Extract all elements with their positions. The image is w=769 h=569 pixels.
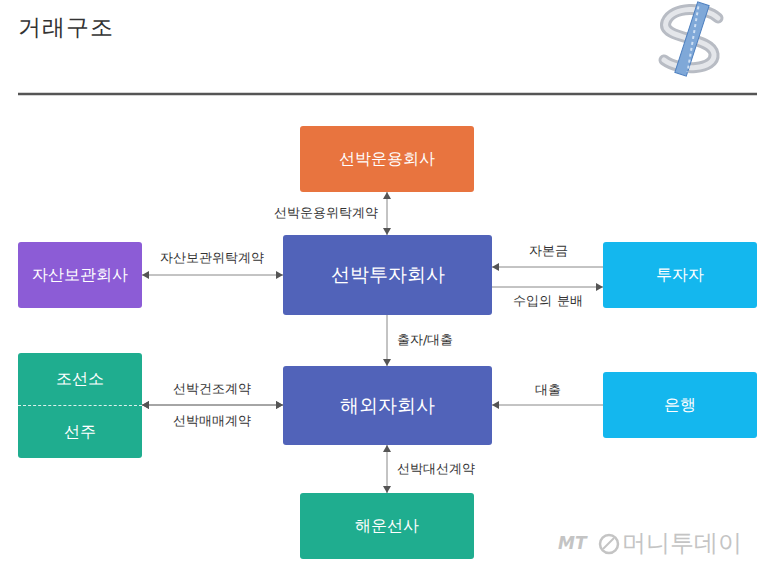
edge-label: 선박운용위탁계약 <box>274 204 378 222</box>
arrow-head <box>596 283 603 291</box>
connector-line <box>387 445 388 493</box>
watermark-text: MT <box>558 533 587 553</box>
process-box: 은행 <box>603 372 757 438</box>
box-text: 은행 <box>603 372 757 438</box>
edge-label: 선박건조계약 <box>173 380 251 398</box>
arrow-head <box>276 271 283 279</box>
dollar-icon <box>664 2 718 76</box>
arrow-head <box>492 401 499 409</box>
connector-arrow <box>142 271 283 279</box>
arrow-head <box>383 445 391 452</box>
box-text: 선박운용회사 <box>300 126 474 192</box>
connector-line <box>492 405 603 406</box>
connector-line <box>142 275 283 276</box>
box-text: 투자자 <box>603 242 757 308</box>
arrow-head <box>276 401 283 409</box>
connector-arrow <box>383 445 391 493</box>
connector-arrow <box>142 401 283 409</box>
connector-arrow <box>383 315 391 366</box>
box-text: 자산보관회사 <box>18 242 142 308</box>
edge-label: 출자/대출 <box>397 331 453 349</box>
connector-line <box>492 267 603 268</box>
edge-label: 대출 <box>535 381 561 399</box>
arrow-head <box>142 271 149 279</box>
connector-arrow <box>492 263 603 271</box>
box-text: 조선소 <box>18 353 142 406</box>
edge-label: 선박대선계약 <box>397 460 475 478</box>
edge-label: 수입의 분배 <box>513 292 582 310</box>
arrow-head <box>383 486 391 493</box>
box-text: 해운선사 <box>300 493 474 559</box>
arrow-head <box>383 228 391 235</box>
edge-label: 자본금 <box>529 242 568 260</box>
arrow-head <box>492 263 499 271</box>
connector-line <box>142 405 283 406</box>
process-box: 투자자 <box>603 242 757 308</box>
watermark-logo <box>600 535 618 553</box>
process-box: 해운선사 <box>300 493 474 559</box>
connector-line <box>492 287 603 288</box>
arrow-head <box>142 401 149 409</box>
watermark-text: 머니투데이 <box>622 527 742 559</box>
box-text: 선박투자회사 <box>283 235 492 315</box>
box-text: 선주 <box>18 406 142 458</box>
connector-arrow <box>383 192 391 235</box>
title-rule <box>18 93 757 96</box>
arrow-head <box>383 192 391 199</box>
arrow-head <box>276 401 283 409</box>
connector-arrow <box>492 283 603 291</box>
connector-line <box>142 405 283 406</box>
process-box: 선박투자회사 <box>283 235 492 315</box>
connector-line <box>387 315 388 366</box>
process-box: 해외자회사 <box>283 366 492 445</box>
edge-label: 선박매매계약 <box>173 412 251 430</box>
connector-arrow <box>492 401 603 409</box>
process-box: 자산보관회사 <box>18 242 142 308</box>
connector-arrow <box>142 401 283 409</box>
box-text: 해외자회사 <box>283 366 492 445</box>
arrow-head <box>142 401 149 409</box>
edge-label: 자산보관위탁계약 <box>160 249 264 267</box>
process-box: 조선소선주 <box>18 353 142 458</box>
arrow-head <box>383 359 391 366</box>
diagram-title: 거래구조 <box>18 12 114 43</box>
process-box: 선박운용회사 <box>300 126 474 192</box>
